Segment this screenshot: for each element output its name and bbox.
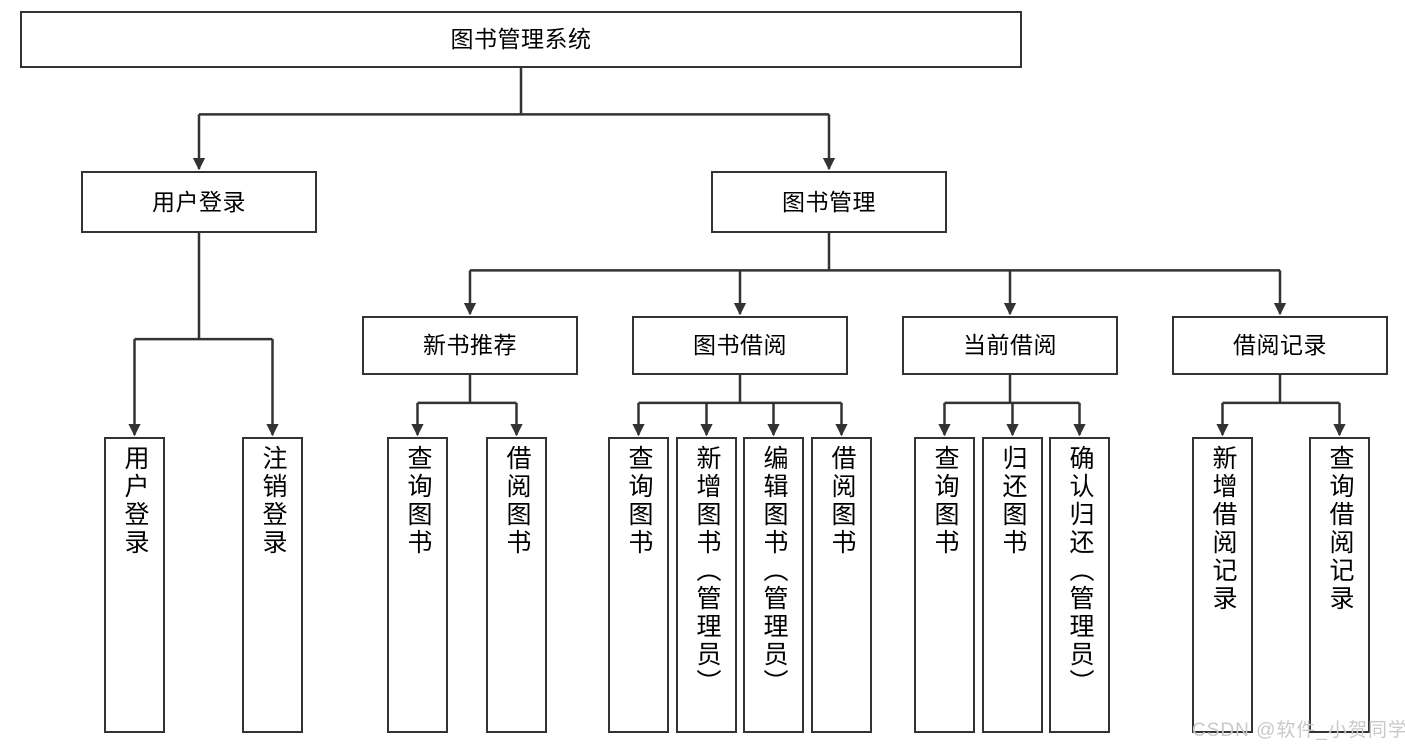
node-user-login[interactable]: 用户登录 [81,171,317,233]
node-leaf-query-book-current[interactable]: 查询图书 [914,437,975,733]
node-leaf-user-logout[interactable]: 注销登录 [242,437,303,733]
node-label: 新增借阅记录 [1209,445,1237,613]
node-label: 图书管理系统 [450,26,592,53]
node-leaf-query-book-rec[interactable]: 查询图书 [387,437,448,733]
node-leaf-add-borrow-record[interactable]: 新增借阅记录 [1192,437,1253,733]
node-label: 注销登录 [259,445,287,557]
node-leaf-borrow-book[interactable]: 借阅图书 [811,437,872,733]
node-leaf-user-login[interactable]: 用户登录 [104,437,165,733]
node-label: 用户登录 [152,188,246,215]
node-book-management[interactable]: 图书管理 [711,171,947,233]
node-leaf-return-book[interactable]: 归还图书 [982,437,1043,733]
node-leaf-add-book[interactable]: 新增图书（管理员） [676,437,737,733]
node-label: 用户登录 [121,445,149,557]
node-label: 借阅图书 [503,445,531,557]
node-label: 查询图书 [931,445,959,557]
node-label: 当前借阅 [963,332,1057,359]
node-label: 确认归还（管理员） [1066,445,1094,697]
node-leaf-query-book-borrow[interactable]: 查询图书 [608,437,669,733]
node-current-borrow[interactable]: 当前借阅 [902,316,1118,375]
node-root[interactable]: 图书管理系统 [20,11,1022,68]
node-label: 借阅记录 [1233,332,1327,359]
node-label: 查询图书 [625,445,653,557]
node-label: 借阅图书 [828,445,856,557]
node-label: 查询图书 [404,445,432,557]
csdn-watermark: CSDN @软件_小贺同学 [1192,720,1405,741]
node-label: 编辑图书（管理员） [760,445,788,697]
node-book-borrow[interactable]: 图书借阅 [632,316,848,375]
node-leaf-edit-book[interactable]: 编辑图书（管理员） [743,437,804,733]
node-leaf-borrow-book-rec[interactable]: 借阅图书 [486,437,547,733]
node-label: 归还图书 [999,445,1027,557]
node-leaf-confirm-return[interactable]: 确认归还（管理员） [1049,437,1110,733]
node-label: 新增图书（管理员） [693,445,721,697]
node-label: 查询借阅记录 [1326,445,1354,613]
node-new-book-recommend[interactable]: 新书推荐 [362,316,578,375]
node-leaf-query-borrow-record[interactable]: 查询借阅记录 [1309,437,1370,733]
node-borrow-record[interactable]: 借阅记录 [1172,316,1388,375]
node-label: 新书推荐 [423,332,517,359]
node-label: 图书借阅 [693,332,787,359]
node-label: 图书管理 [782,188,876,215]
